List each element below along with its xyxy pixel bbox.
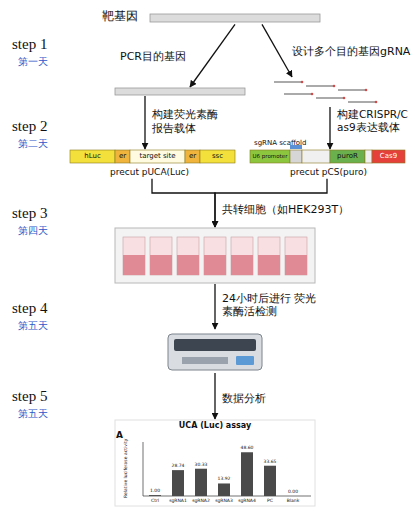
node-heading: 24小时后进行 荧光素酶活检测 xyxy=(222,292,317,318)
node-text: er xyxy=(115,150,130,163)
bar-shape xyxy=(115,88,245,95)
bar-node: 靶基因 xyxy=(150,14,320,22)
node-text: 28.74 xyxy=(167,463,189,468)
node-text: 33.65 xyxy=(259,459,281,464)
node-text: Cas9 xyxy=(372,150,405,163)
node-text: sgRNA3 xyxy=(212,498,236,503)
day-label: 第四天 xyxy=(18,224,48,238)
node-text: Relative luciferase activity xyxy=(123,439,128,499)
node-text: puroR xyxy=(330,150,365,163)
flow-arrow xyxy=(262,24,292,77)
node-heading: U6 promoter xyxy=(250,150,290,163)
node-text: 1.00 xyxy=(144,488,166,493)
edge-label: 构建荧光素酶报告载体 xyxy=(152,108,224,136)
node-text: 0.00 xyxy=(282,489,304,494)
reader-node: 24小时后进行 荧光素酶活检测 xyxy=(160,330,270,372)
chart-node: 数据分析UCA (Luc) assayARelative luciferase … xyxy=(115,420,315,506)
flow-arrow xyxy=(329,107,330,149)
edge-label: 构建CRISPR/Cas9表达载体 xyxy=(337,108,411,134)
node-heading: PCR目的基因 xyxy=(120,50,186,63)
node-text: sgRNA4 xyxy=(235,498,259,503)
node-text: sgRNA2 xyxy=(189,498,213,503)
node-text: ssc xyxy=(200,150,235,163)
day-label: 第五天 xyxy=(18,407,48,421)
flow-arrow xyxy=(190,24,235,87)
node-heading: 共转细胞（如HEK293T） xyxy=(222,203,349,216)
day-label: 第五天 xyxy=(18,319,48,333)
node-text: precut pUCA(Luc) xyxy=(110,167,189,178)
node-heading: 设计多个目的基因gRNA xyxy=(292,45,410,58)
reader-shape xyxy=(160,330,270,372)
node-text: sgRNA1 xyxy=(166,498,190,503)
flow-arrow xyxy=(214,373,215,419)
node-text: sgRNA scaffold xyxy=(254,139,306,147)
plate-shape xyxy=(115,228,315,283)
grna-node: 设计多个目的基因gRNA xyxy=(270,78,395,106)
node-heading: hLuc xyxy=(70,150,115,163)
node-text: A xyxy=(116,430,123,441)
node-text: UCA (Luc) assay xyxy=(115,421,315,431)
node-text: er xyxy=(185,150,200,163)
node-text: Ctrl xyxy=(143,498,167,503)
bar-node: PCR目的基因 xyxy=(115,88,245,95)
step-label: step 2 xyxy=(12,118,47,135)
node-heading: 数据分析 xyxy=(222,392,266,405)
node-text: 30.33 xyxy=(190,462,212,467)
step-label: step 3 xyxy=(12,205,47,222)
node-text: precut pCS(puro) xyxy=(290,167,367,178)
flow-arrow xyxy=(214,284,215,329)
step-label: step 4 xyxy=(12,300,47,317)
plate-node: 共转细胞（如HEK293T） xyxy=(115,228,315,283)
node-text: 13.92 xyxy=(213,476,235,481)
flow-arrow xyxy=(144,96,145,149)
luc-node: hLucertarget siteersscprecut pUCA(Luc) xyxy=(70,150,235,163)
grna-shape xyxy=(270,78,395,106)
flow-arrow xyxy=(152,179,215,227)
step-label: step 5 xyxy=(12,388,47,405)
node-text: Blank xyxy=(281,498,305,503)
node-text: target site xyxy=(130,150,185,163)
node-text: PC xyxy=(258,498,282,503)
node-text: 48.60 xyxy=(236,445,258,450)
day-label: 第一天 xyxy=(18,55,48,69)
day-label: 第二天 xyxy=(18,137,48,151)
step-label: step 1 xyxy=(12,36,47,53)
crispr-node: U6 promotersgRNA scaffoldpuroRCas9precut… xyxy=(250,150,405,163)
bar-shape xyxy=(150,14,320,22)
node-heading: 靶基因 xyxy=(102,9,138,23)
chart-shape xyxy=(115,420,315,506)
flow-arrow xyxy=(215,179,327,227)
